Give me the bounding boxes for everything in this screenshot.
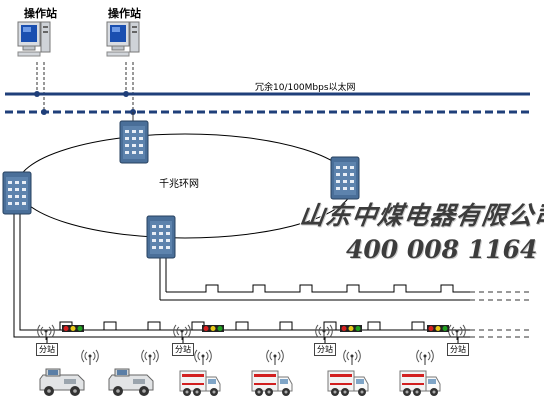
workstation-icon	[17, 21, 51, 57]
mining-vehicle-icon	[108, 368, 154, 397]
field-line-3	[20, 321, 470, 331]
antenna-icon	[448, 324, 466, 341]
traffic-light-icon	[62, 325, 84, 332]
switch-icon	[119, 120, 149, 164]
substation-box: 分站	[447, 343, 469, 356]
switch-icon	[146, 215, 176, 259]
phone-watermark: 400 008 1164	[346, 235, 538, 264]
substation-box: 分站	[314, 343, 336, 356]
workstation-icon	[106, 21, 140, 57]
workstation-label: 操作站	[108, 7, 141, 20]
bus-node	[41, 109, 47, 115]
antenna-icon	[266, 349, 284, 366]
antenna-icon	[416, 349, 434, 366]
ethernet-label: 冗余10/100Mbps以太网	[255, 83, 356, 93]
traffic-light-icon	[427, 325, 449, 332]
bus-node	[34, 91, 40, 97]
mining-vehicle-icon	[39, 368, 85, 397]
company-watermark: 山东中煤电器有限公司	[297, 201, 544, 230]
bus-node	[123, 91, 129, 97]
antenna-icon	[37, 324, 55, 341]
workstation-label: 操作站	[24, 7, 57, 20]
antenna-icon	[194, 349, 212, 366]
substation-box: 分站	[172, 343, 194, 356]
antenna-icon	[173, 324, 191, 341]
traffic-light-icon	[340, 325, 362, 332]
workstation-drops	[36, 62, 134, 112]
field-line-1	[166, 284, 470, 293]
tank-truck-icon	[179, 370, 221, 397]
switch-icon	[330, 156, 360, 200]
tank-truck-icon	[399, 370, 441, 397]
substation-drops	[46, 337, 459, 343]
traffic-light-icon	[202, 325, 224, 332]
substation-box: 分站	[36, 343, 58, 356]
switch-icon	[2, 171, 32, 215]
antenna-icon	[81, 349, 99, 366]
antenna-icon	[141, 349, 159, 366]
tank-truck-icon	[251, 370, 293, 397]
antenna-icon	[343, 349, 361, 366]
tank-truck-icon	[327, 370, 369, 397]
ring-label: 千兆环网	[159, 179, 199, 190]
